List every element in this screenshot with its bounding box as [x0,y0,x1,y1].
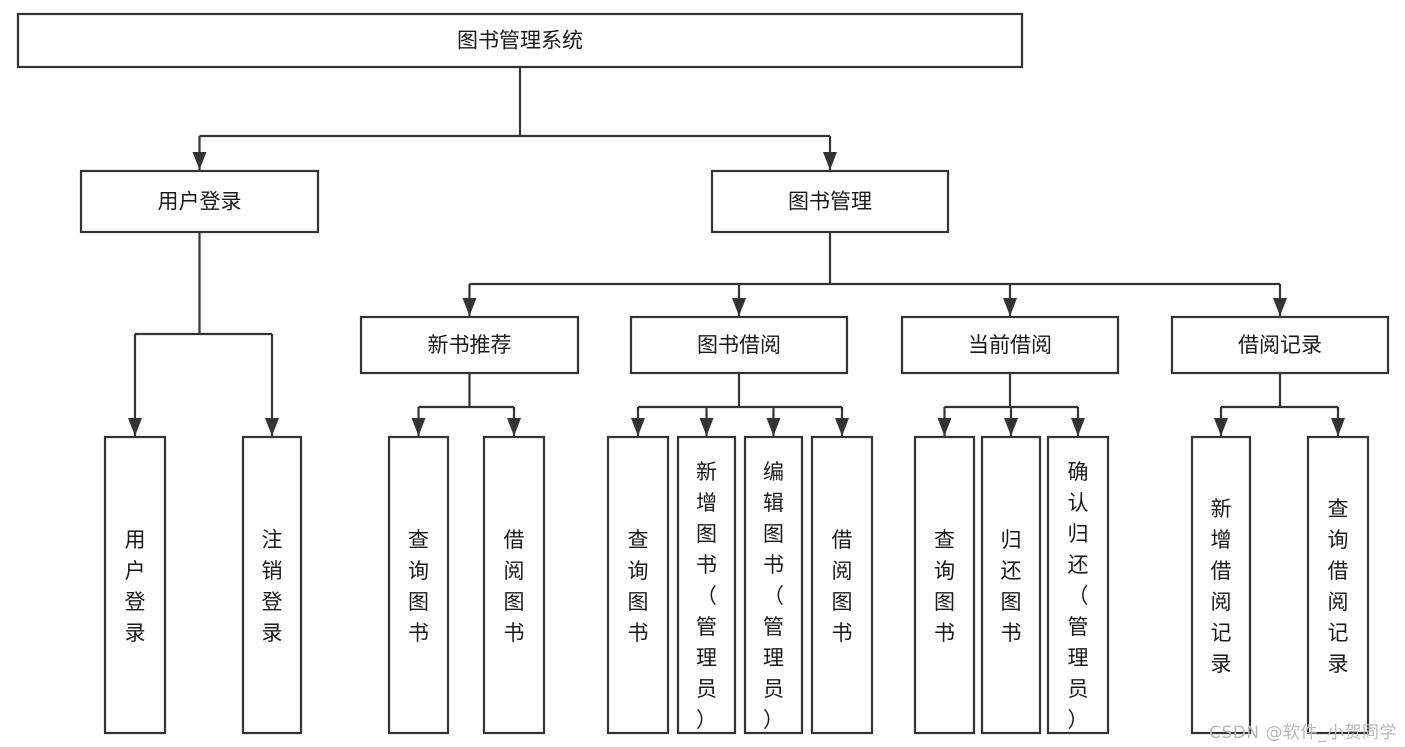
arrow-head [1003,298,1017,316]
arrow-head [732,298,746,316]
node-box [900,315,1120,375]
node-label: 查询图书 [934,528,955,645]
node-box [387,435,450,735]
node-label: 图书管理 [788,190,872,214]
arrow-head [835,418,849,436]
arrow-head [1273,298,1287,316]
node-box [79,169,320,234]
node-label: 图书管理系统 [457,29,583,53]
node-bookmgmt[interactable]: 图书管理 [710,169,950,234]
node-label: 查询图书 [408,528,429,645]
node-leaf-borrow-book-1[interactable]: 借阅图书 [482,435,546,735]
node-label: 查询图书 [628,528,649,645]
node-label: 确认归还（管理员） [1068,460,1089,732]
arrow-head [1214,418,1228,436]
arrow-head [1004,418,1018,436]
node-box [913,435,976,735]
node-newbook[interactable]: 新书推荐 [359,315,580,375]
node-box [1046,435,1110,735]
arrow-head [1331,418,1345,436]
node-box [810,435,874,735]
arrow-head [937,418,952,436]
node-borrow[interactable]: 图书借阅 [629,315,849,375]
node-leaf-query-book-3[interactable]: 查询图书 [913,435,976,735]
arrow-head [192,152,207,170]
node-leaf-query-book-1[interactable]: 查询图书 [387,435,450,735]
node-label: 新增借阅记录 [1211,497,1232,676]
node-label: 用户登录 [158,190,242,214]
node-box [1170,315,1390,375]
node-box [629,315,849,375]
node-box [743,435,804,735]
node-leaf-add-book[interactable]: 新增图书（管理员） [676,435,737,735]
node-current[interactable]: 当前借阅 [900,315,1120,375]
node-leaf-query-book-2[interactable]: 查询图书 [606,435,670,735]
node-box [103,435,167,735]
node-box [1306,435,1370,735]
node-label: 注销登录 [262,528,283,645]
node-box [980,435,1042,735]
node-box [676,435,737,735]
node-box [1190,435,1252,735]
node-box [16,12,1024,69]
arrow-head [411,418,426,436]
node-leaf-user-logout[interactable]: 注销登录 [241,435,303,735]
csdn-watermark: CSDN @软件_小贺同学 [1209,723,1397,743]
arrow-head [699,418,714,436]
node-label: 归还图书 [1001,528,1022,645]
arrow-head [766,418,781,436]
node-label: 借阅记录 [1238,333,1322,357]
node-label: 新书推荐 [428,333,512,357]
arrow-head [265,418,279,436]
node-leaf-user-login[interactable]: 用户登录 [103,435,167,735]
arrow-head [128,418,142,436]
node-box [710,169,950,234]
node-root[interactable]: 图书管理系统 [16,12,1024,69]
node-records[interactable]: 借阅记录 [1170,315,1390,375]
node-label: 图书借阅 [697,333,781,357]
node-leaf-borrow-book-2[interactable]: 借阅图书 [810,435,874,735]
node-box [359,315,580,375]
node-label: 借阅图书 [504,528,525,645]
node-leaf-edit-book[interactable]: 编辑图书（管理员） [743,435,804,735]
node-label: 编辑图书（管理员） [763,460,784,732]
edge-layer [128,67,1345,436]
node-leaf-add-record[interactable]: 新增借阅记录 [1190,435,1252,735]
node-label: 借阅图书 [832,528,853,645]
arrow-head [462,298,477,316]
arrow-head [823,152,837,170]
node-label: 查询借阅记录 [1328,497,1349,676]
node-box [482,435,546,735]
node-box [241,435,303,735]
node-leaf-query-record[interactable]: 查询借阅记录 [1306,435,1370,735]
arrow-head [631,418,645,436]
arrow-head [507,418,521,436]
node-label: 当前借阅 [968,333,1052,357]
node-label: 用户登录 [125,528,146,645]
node-leaf-return-book[interactable]: 归还图书 [980,435,1042,735]
node-layer: 图书管理系统用户登录图书管理新书推荐图书借阅当前借阅借阅记录用户登录注销登录查询… [16,12,1390,735]
node-login[interactable]: 用户登录 [79,169,320,234]
node-label: 新增图书（管理员） [696,460,717,732]
node-leaf-confirm-return[interactable]: 确认归还（管理员） [1046,435,1110,735]
node-box [606,435,670,735]
arrow-head [1071,418,1085,436]
